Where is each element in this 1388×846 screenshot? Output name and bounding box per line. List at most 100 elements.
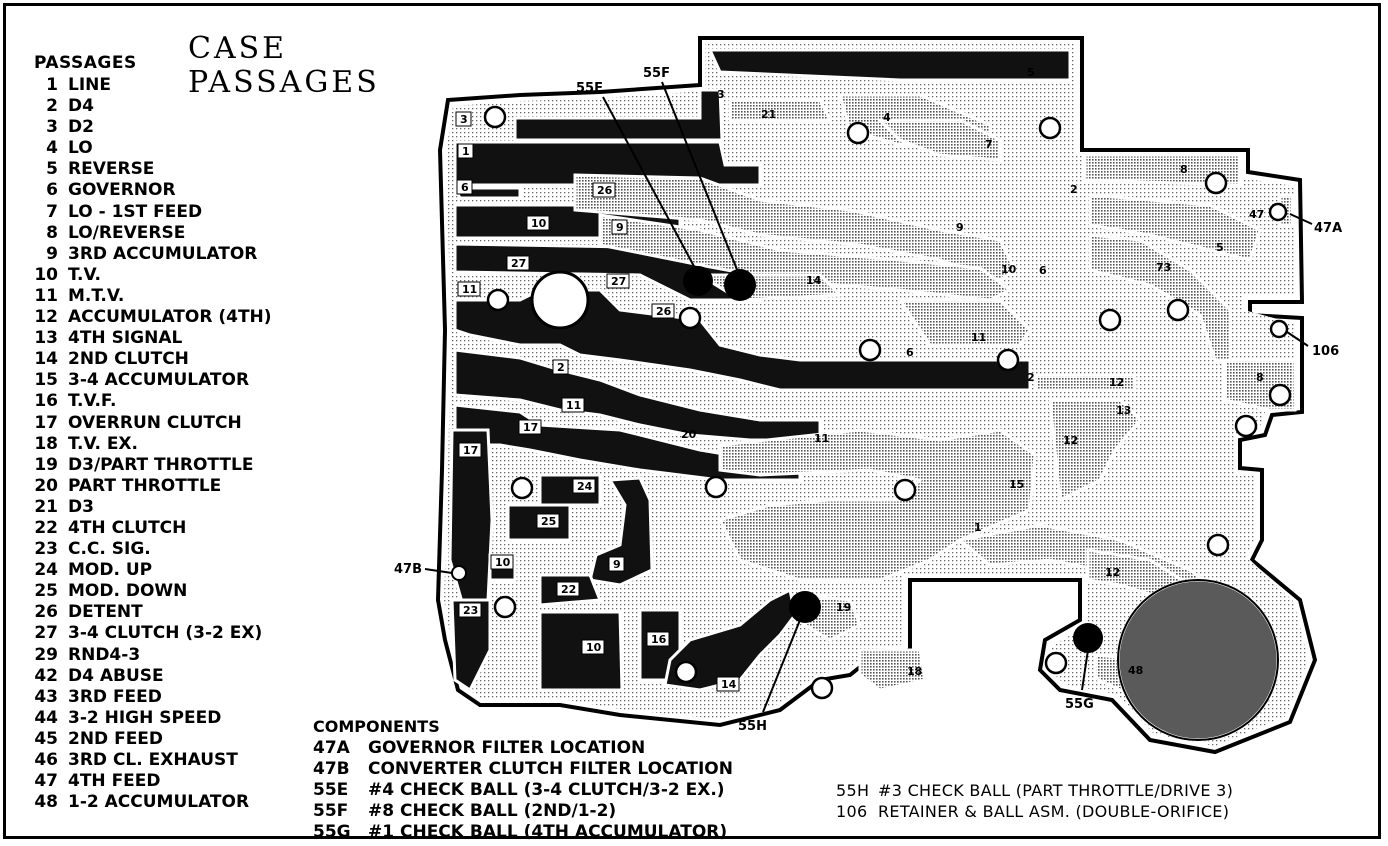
- passage-name: T.V. EX.: [68, 433, 138, 454]
- passage-name: C.C. SIG.: [68, 539, 151, 560]
- passage-number: 16: [34, 391, 58, 412]
- passage-label: 20: [681, 428, 697, 441]
- passage-label-box: [518, 419, 542, 435]
- passage-label-text: 17: [463, 444, 478, 457]
- passage-name: 1-2 ACCUMULATOR: [68, 792, 250, 813]
- callout-55h: 55H: [738, 719, 767, 734]
- passage-label-text: 11: [814, 432, 829, 445]
- component-code: 47B: [313, 759, 350, 779]
- component-desc: GOVERNOR FILTER LOCATION: [368, 738, 646, 758]
- passage-label: 12: [1109, 376, 1124, 389]
- passage-label: 10: [490, 554, 514, 570]
- passage-label: 15: [1009, 478, 1024, 491]
- passage-name: OVERRUN CLUTCH: [68, 412, 242, 433]
- passage-label: 73: [1156, 261, 1171, 274]
- passage-item: 46 3RD CL. EXHAUST: [28, 750, 272, 771]
- passage-label-text: 73: [1156, 261, 1171, 274]
- passage-number: 4: [46, 138, 58, 159]
- passage-number: 21: [34, 496, 58, 517]
- passage-label-box: [592, 182, 616, 198]
- passage-item: 21 D3: [28, 497, 272, 518]
- passage-number: 24: [34, 560, 58, 581]
- passage-number: 46: [34, 750, 58, 770]
- passage-label-text: 26: [656, 305, 672, 318]
- callout-labels: 55E 55F 47A 106 47B 55H 55G: [394, 66, 1342, 734]
- passage-label: 13: [1116, 404, 1131, 417]
- passage-number: 1: [46, 75, 58, 95]
- passage-name: LINE: [68, 75, 111, 95]
- callout-106: 106: [1312, 344, 1339, 359]
- passage-name: 3-2 HIGH SPEED: [68, 707, 222, 728]
- component-item: 55E#4 CHECK BALL (3-4 CLUTCH/3-2 EX.): [313, 780, 733, 801]
- passage-label: 14: [806, 274, 822, 287]
- passage-label-box: [457, 143, 474, 159]
- passage-label-box: [458, 442, 482, 458]
- passage-label-box: [526, 215, 550, 231]
- passage-label: 11: [457, 281, 481, 297]
- passage-label-text: 2: [1027, 371, 1035, 384]
- passage-name: D4: [68, 96, 94, 117]
- passage-number: 17: [34, 412, 58, 433]
- passage-name: GOVERNOR: [68, 180, 176, 201]
- passage-label-text: 3: [460, 113, 468, 126]
- passage-number: 12: [34, 307, 58, 328]
- passage-item: 1 LINE: [28, 75, 272, 96]
- passage-label: 2: [1070, 183, 1078, 196]
- passage-number: 45: [34, 728, 58, 749]
- passage-label-text: 21: [761, 108, 776, 121]
- passage-label: 4: [883, 111, 891, 124]
- case-passages-title: CASE PASSAGES: [188, 32, 380, 100]
- passage-label-text: 12: [1109, 376, 1124, 389]
- callout-55e: 55E: [576, 81, 603, 96]
- passage-name: 3RD ACCUMULATOR: [68, 243, 258, 264]
- component-desc: #1 CHECK BALL (4TH ACCUMULATOR): [368, 822, 728, 842]
- passage-label-text: 12: [1063, 434, 1078, 447]
- components-heading: COMPONENTS: [313, 717, 440, 736]
- passage-label-text: 8: [1256, 371, 1264, 384]
- passage-name: M.T.V.: [68, 285, 125, 306]
- passage-label-text: 1: [974, 521, 982, 534]
- passage-name: LO/REVERSE: [68, 222, 186, 243]
- passage-label-box: [536, 513, 560, 529]
- passage-label: 26: [592, 182, 616, 198]
- passage-label: 6: [906, 346, 914, 359]
- passage-label-text: 14: [721, 678, 737, 691]
- passage-label: 24: [572, 478, 596, 494]
- check-ball-55f: [724, 269, 756, 301]
- passage-label-text: 8: [1180, 163, 1188, 176]
- passage-label-box: [716, 676, 740, 692]
- passage-number: 25: [34, 581, 58, 602]
- passage-label-text: 2: [1070, 183, 1078, 196]
- passage-label-box: [608, 556, 625, 572]
- passage-label-box: [556, 581, 580, 597]
- passage-label-text: 18: [907, 665, 922, 678]
- passage-label-box: [651, 303, 675, 319]
- passage-label: 26: [651, 303, 675, 319]
- passage-number: 43: [34, 686, 58, 707]
- passage-label: 7: [985, 138, 993, 151]
- passage-label: 25: [536, 513, 560, 529]
- passage-label-text: 2: [557, 361, 565, 374]
- passage-name: D2: [68, 117, 94, 138]
- passage-label-text: 16: [651, 633, 667, 646]
- passage-name: 3RD CL. EXHAUST: [68, 750, 238, 770]
- passage-label: 21: [761, 108, 776, 121]
- check-ball-55e: [683, 266, 713, 296]
- title-line-2: PASSAGES: [188, 65, 380, 100]
- passage-number: 29: [34, 644, 58, 665]
- passage-label-text: 13: [1116, 404, 1131, 417]
- passage-name: D3: [68, 496, 94, 517]
- passage-label-box: [458, 602, 482, 618]
